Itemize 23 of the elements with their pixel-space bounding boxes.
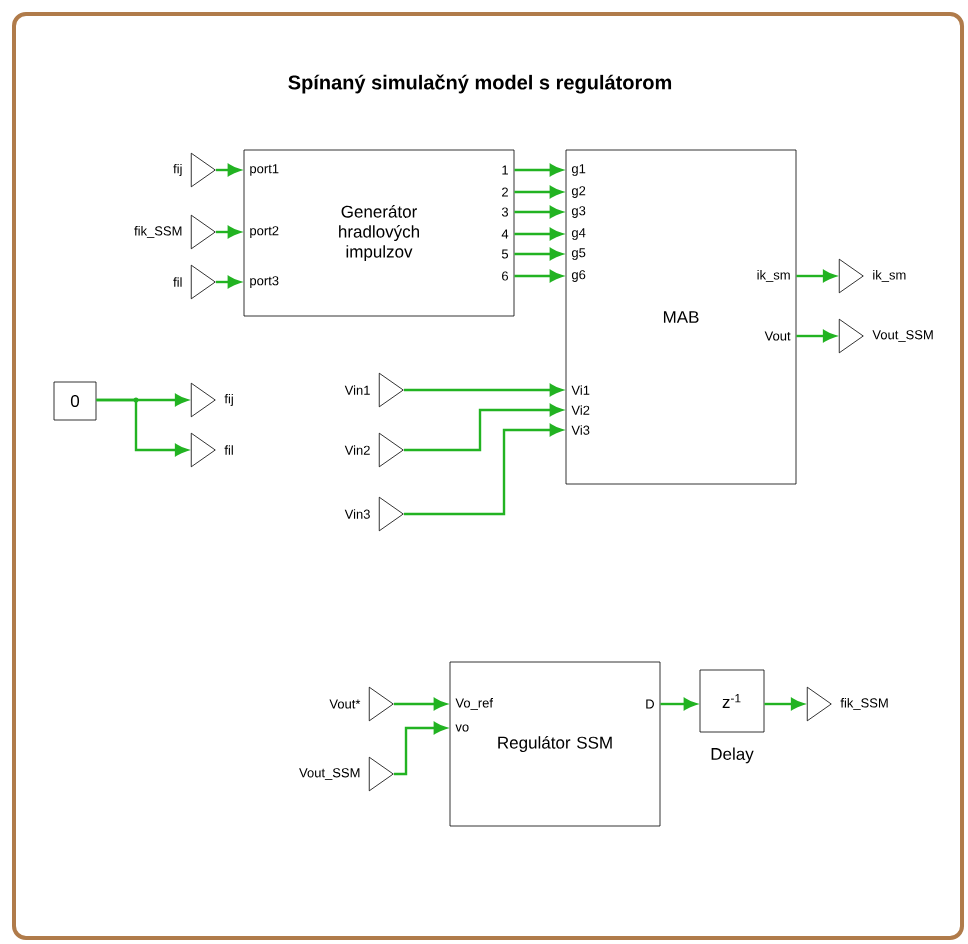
delay-box: z$^{-1}$: [699, 669, 765, 733]
arrow: [796, 270, 836, 282]
arrow: [215, 276, 241, 288]
arrow: [215, 164, 241, 176]
arrow: [514, 186, 563, 198]
arrow: [215, 226, 241, 238]
arrow: [393, 698, 447, 710]
arrow: [96, 398, 188, 456]
block-caption: Delay: [711, 747, 754, 764]
arrow: [403, 384, 563, 396]
arrow: [514, 228, 563, 240]
arrow: [764, 698, 804, 710]
title: Spínaný simulačný model s regulátorom: [288, 74, 672, 94]
arrow: [393, 722, 447, 776]
arrow: [514, 270, 563, 282]
arrow: [660, 698, 697, 710]
arrow: [514, 248, 563, 260]
arrow: [403, 404, 563, 452]
arrow: [403, 424, 563, 516]
arrow: [796, 330, 836, 342]
arrow: [514, 206, 563, 218]
arrow: [514, 164, 563, 176]
constant-box: 0: [53, 381, 97, 421]
